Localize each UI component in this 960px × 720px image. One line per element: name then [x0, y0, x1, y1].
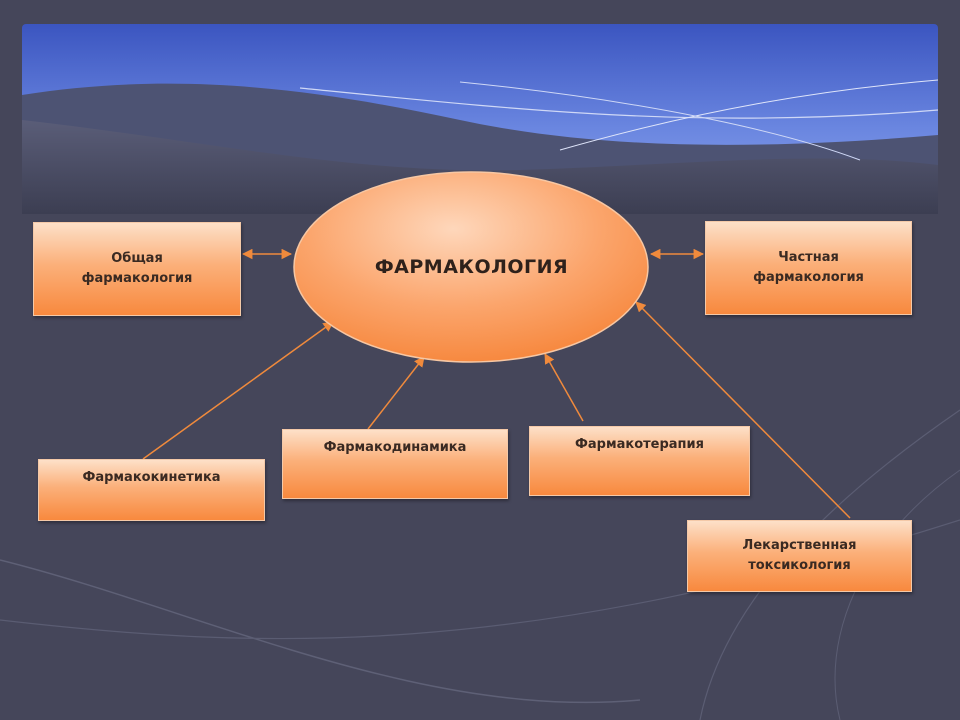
node-general-pharmacology: Общая фармакология [33, 222, 241, 316]
banner-streak [559, 79, 939, 151]
node-special-pharmacology: Частная фармакология [705, 221, 912, 315]
node-pharmacotherapy: Фармакотерапия [529, 426, 750, 496]
diagram-edges [142, 248, 851, 519]
edge-dynamics-center [367, 356, 425, 430]
center-node-label: ФАРМАКОЛОГИЯ [374, 256, 569, 278]
edge-toxicology-center [635, 301, 851, 519]
banner-streak [299, 87, 939, 119]
center-ellipse [293, 171, 649, 363]
node-drug-toxicology: Лекарственная токсикология [687, 520, 912, 592]
edge-therapy-center [544, 353, 584, 422]
banner-streak [459, 81, 861, 161]
node-pharmacokinetics: Фармакокинетика [38, 459, 265, 521]
decor-curve [0, 559, 641, 704]
hill-front [22, 120, 938, 214]
node-pharmacodynamics: Фармакодинамика [282, 429, 508, 499]
header-banner [22, 24, 939, 214]
edge-kinetics-center [142, 321, 334, 460]
